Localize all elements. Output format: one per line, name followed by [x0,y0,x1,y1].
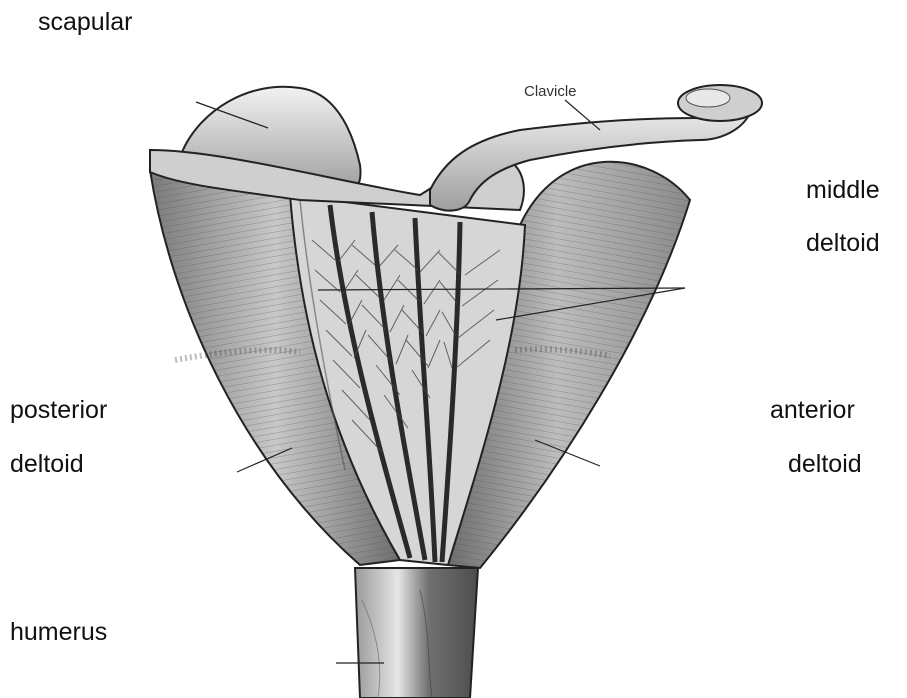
anterior-deltoid-label-line1: anterior [770,398,855,423]
anterior-deltoid-label-line2: deltoid [788,452,862,477]
clavicle-label: Clavicle [524,84,577,99]
posterior-deltoid-label-line1: posterior [10,398,107,423]
scapular-label: scapular [38,10,133,35]
humerus-label: humerus [10,620,107,645]
humerus-bone [355,568,478,698]
middle-deltoid-label-line2: deltoid [806,231,880,256]
middle-deltoid-label-line1: middle [806,178,880,203]
posterior-deltoid-label-line2: deltoid [10,452,84,477]
